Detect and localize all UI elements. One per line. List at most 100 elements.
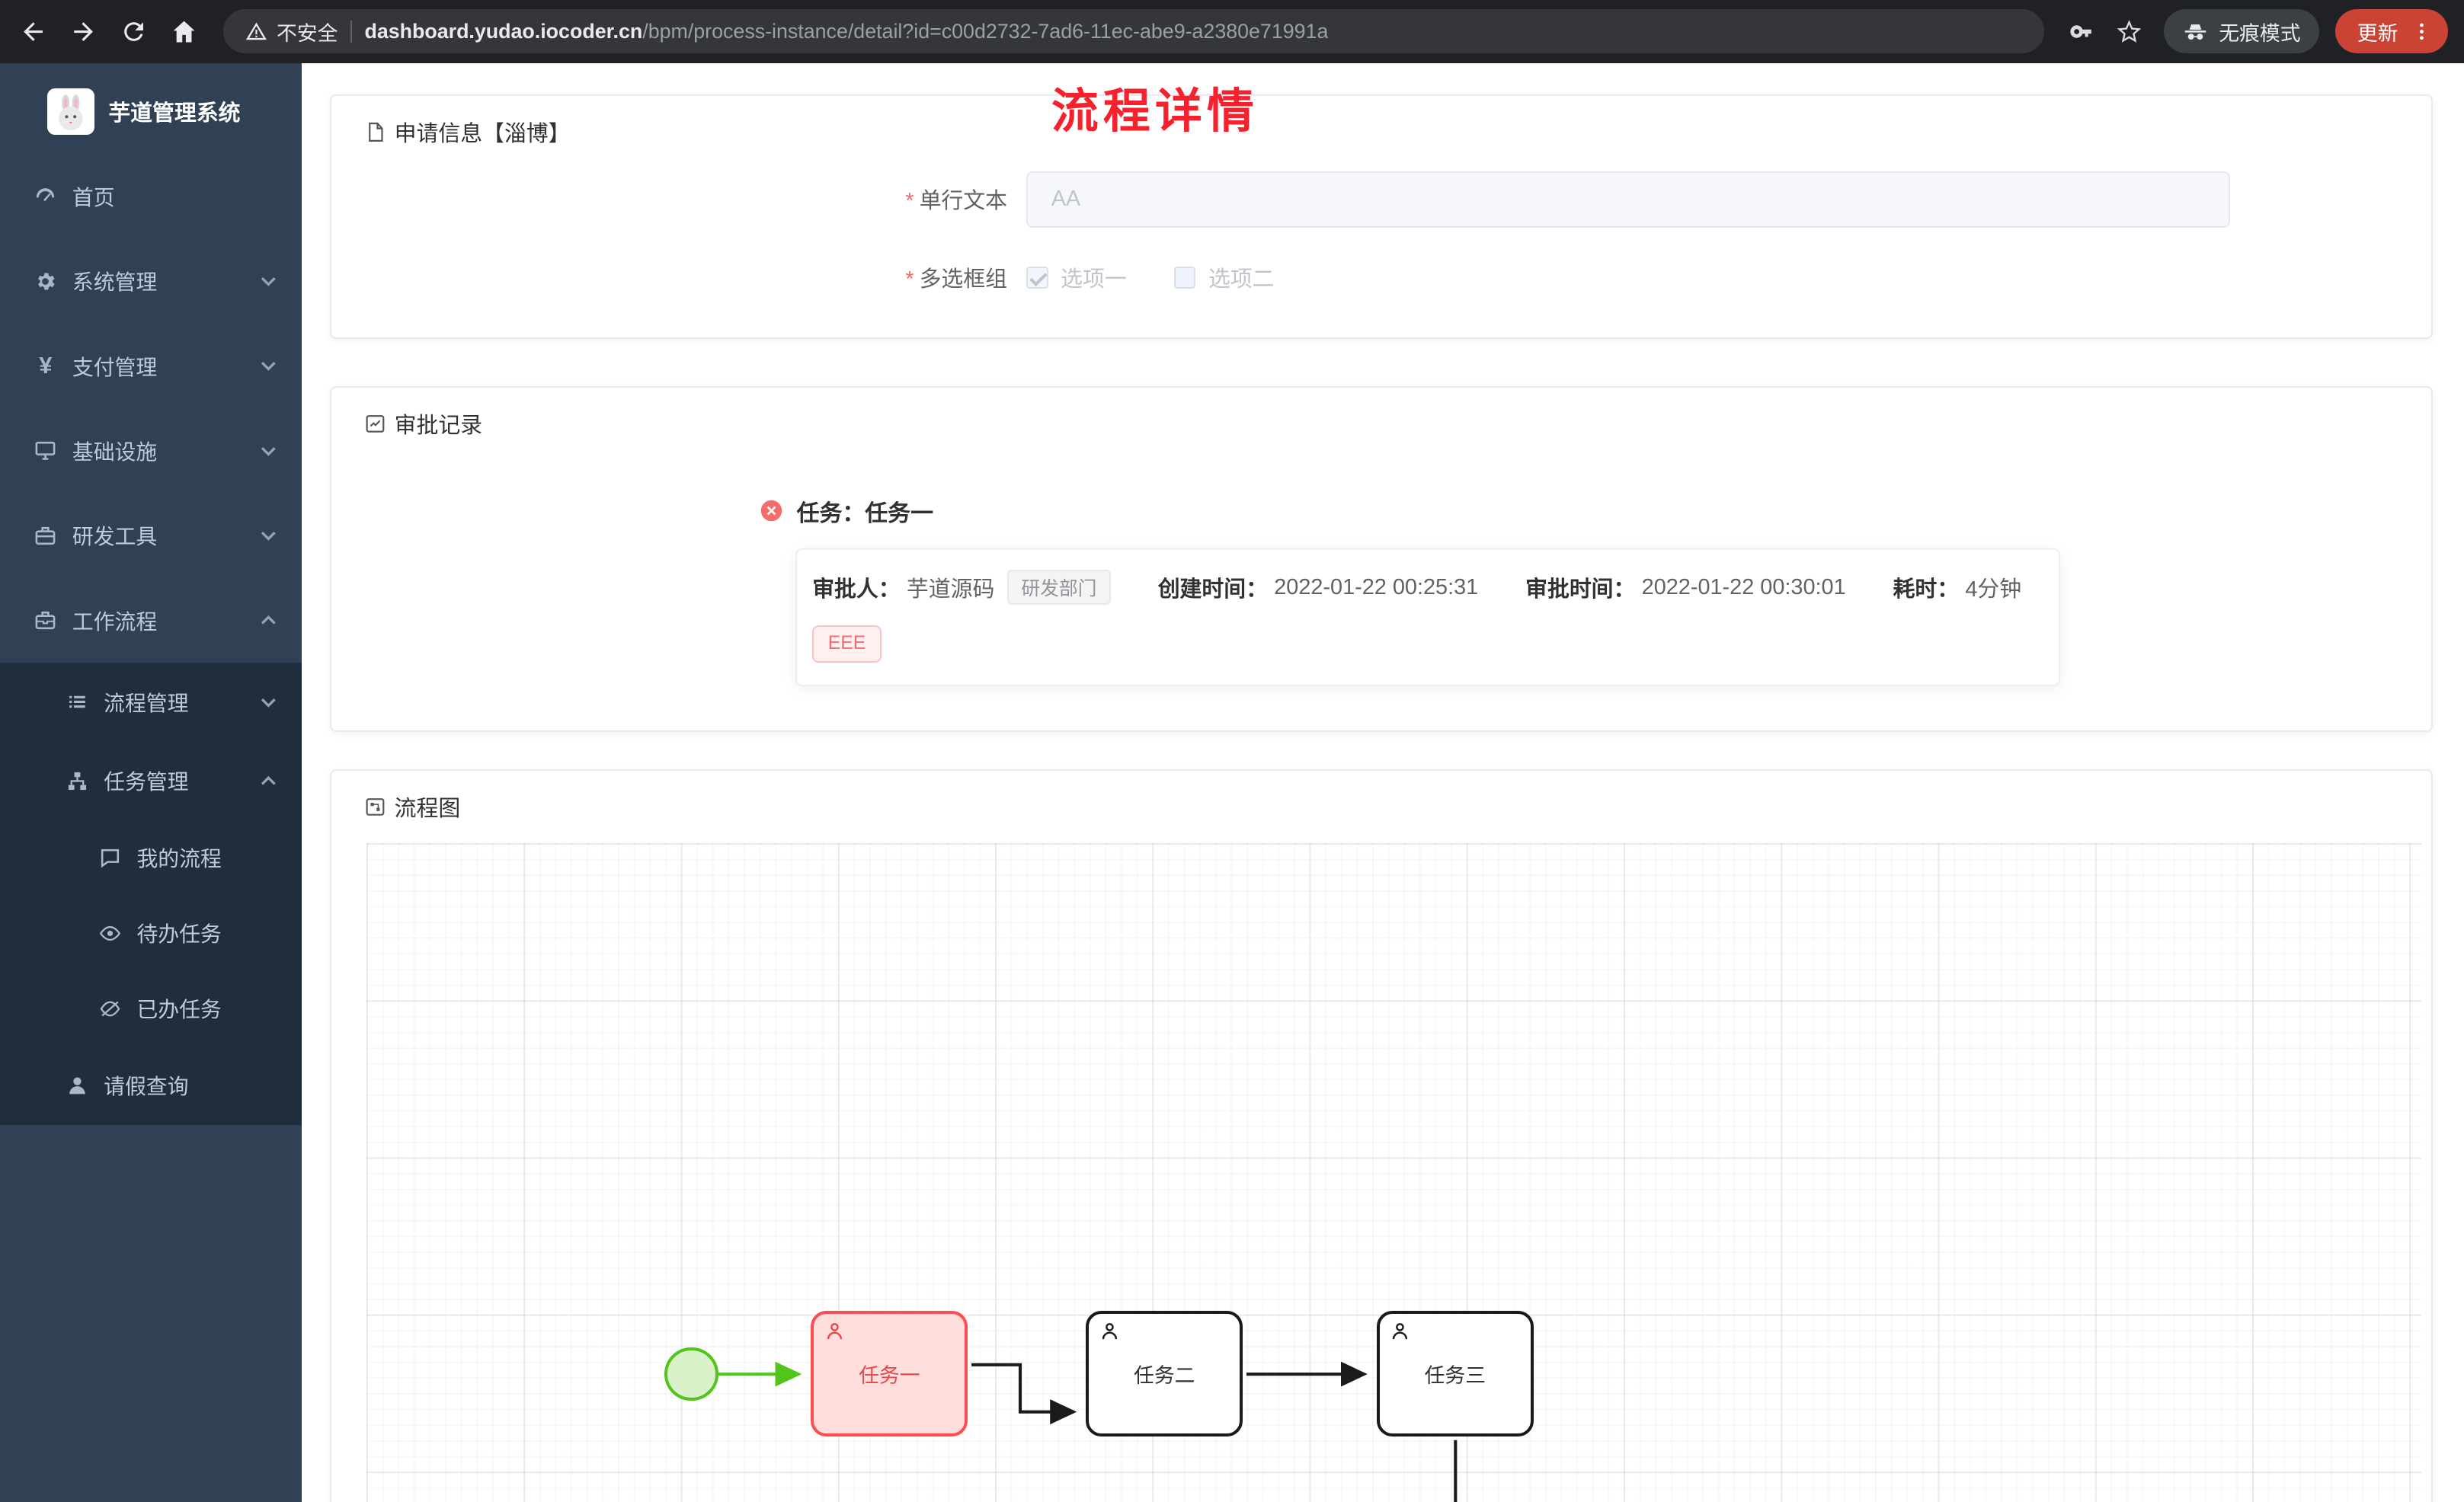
update-label: 更新 <box>2357 21 2398 45</box>
sidebar-item-label: 首页 <box>72 185 115 209</box>
sidebar-item-label: 待办任务 <box>136 922 222 947</box>
home-button[interactable] <box>160 8 207 55</box>
created-group: 创建时间： 2022-01-22 00:25:31 <box>1158 572 1479 603</box>
diagram-icon <box>366 798 385 816</box>
sidebar-item-infra[interactable]: 基础设施 <box>0 408 302 493</box>
toolbox-icon <box>33 523 58 548</box>
sidebar-item-workflow[interactable]: 工作流程 <box>0 578 302 663</box>
tree-icon <box>65 769 90 794</box>
app-frame: 芋道管理系统 首页 系统管理 ¥ <box>0 62 2464 1502</box>
checkbox-option2[interactable]: 选项二 <box>1173 262 1275 293</box>
app-logo-row[interactable]: 芋道管理系统 <box>0 63 302 145</box>
chevron-up-icon <box>261 612 277 628</box>
apply-info-card: 申请信息【淄博】 *单行文本 *多选框组 选项一 <box>330 94 2433 339</box>
approval-timeline: 任务：任务一 审批人： 芋道源码 研发部门 创建时间： 2022-01-22 0 <box>331 453 2431 730</box>
approval-card-header: 审批记录 <box>331 388 2431 453</box>
bpmn-task-node-1[interactable]: 任务一 <box>811 1311 968 1437</box>
sidebar-item-done-tasks[interactable]: 已办任务 <box>0 971 302 1047</box>
diagram-card-header: 流程图 <box>331 771 2431 836</box>
bpmn-task-label: 任务一 <box>859 1364 920 1388</box>
more-menu-icon <box>2419 23 2424 40</box>
dept-tag: 研发部门 <box>1006 570 1111 605</box>
back-arrow-icon <box>23 21 43 41</box>
bpmn-task-node-2[interactable]: 任务二 <box>1086 1311 1243 1437</box>
eye-icon <box>98 921 123 946</box>
apply-info-form: *单行文本 *多选框组 选项一 选项二 <box>331 161 2431 337</box>
sidebar-item-system[interactable]: 系统管理 <box>0 239 302 324</box>
url-path: /bpm/process-instance/detail?id=c00d2732… <box>642 19 1329 43</box>
sidebar-item-label: 研发工具 <box>72 525 158 549</box>
dashboard-icon <box>33 184 58 209</box>
apply-info-card-header: 申请信息【淄博】 <box>331 96 2431 161</box>
sidebar: 芋道管理系统 首页 系统管理 ¥ <box>0 62 302 1502</box>
sidebar-item-process-management[interactable]: 流程管理 <box>0 663 302 741</box>
bpmn-task-node-3[interactable]: 任务三 <box>1376 1311 1534 1437</box>
checkbox-group: 选项一 选项二 <box>1026 262 1275 293</box>
approved-group: 审批时间： 2022-01-22 00:30:01 <box>1525 572 1846 603</box>
sidebar-item-label: 工作流程 <box>72 609 158 634</box>
sidebar-item-devtools[interactable]: 研发工具 <box>0 494 302 578</box>
form-row-checkbox: *多选框组 选项一 选项二 <box>331 262 2431 293</box>
app-logo-avatar <box>46 88 94 136</box>
user-task-icon <box>1392 1322 1408 1339</box>
checkbox-box-checked[interactable] <box>1026 267 1048 289</box>
chevron-down-icon <box>261 695 277 711</box>
user-task-icon <box>1102 1322 1117 1339</box>
sidebar-item-label: 基础设施 <box>72 439 158 464</box>
home-icon <box>173 21 195 43</box>
sidebar-item-label: 请假查询 <box>104 1075 189 1099</box>
star-icon <box>2117 19 2142 43</box>
sidebar-item-label: 我的流程 <box>136 847 222 871</box>
required-asterisk: * <box>904 267 914 292</box>
chat-bubble-icon <box>98 845 123 871</box>
bpmn-task-label: 任务二 <box>1134 1364 1195 1388</box>
chevron-down-icon <box>261 528 277 544</box>
yen-icon: ¥ <box>39 352 53 379</box>
sidebar-item-label: 已办任务 <box>136 998 222 1022</box>
sidebar-item-leave-query[interactable]: 请假查询 <box>0 1047 302 1125</box>
briefcase-icon <box>33 608 58 633</box>
forward-arrow-icon <box>73 21 93 41</box>
url-host: dashboard.yudao.iocoder.cn <box>364 19 643 43</box>
monitor-icon <box>33 438 58 463</box>
task-title: 任务：任务一 <box>796 500 933 526</box>
site-security-chip[interactable]: 不安全 <box>245 17 338 46</box>
duration-label: 耗时： <box>1893 577 1960 602</box>
approval-detail-card: 审批人： 芋道源码 研发部门 创建时间： 2022-01-22 00:25:31… <box>795 548 2060 686</box>
sidebar-item-label: 任务管理 <box>104 770 189 794</box>
page-title: 流程详情 <box>1051 85 1259 138</box>
sidebar-item-payment[interactable]: ¥ 支付管理 <box>0 324 302 408</box>
bpmn-start-event[interactable] <box>664 1347 718 1401</box>
gear-icon <box>33 269 58 294</box>
list-icon <box>65 689 90 714</box>
sidebar-item-task-management[interactable]: 任务管理 <box>0 742 302 820</box>
approver-label: 审批人： <box>812 577 901 602</box>
reload-button[interactable] <box>110 8 157 55</box>
update-button[interactable]: 更新 <box>2334 9 2449 54</box>
back-button[interactable] <box>9 8 56 55</box>
bpmn-task-label: 任务三 <box>1424 1364 1486 1388</box>
bpmn-canvas[interactable]: 任务一 任务二 任务三 <box>366 842 2422 1502</box>
created-time: 2022-01-22 00:25:31 <box>1274 574 1479 599</box>
forward-button[interactable] <box>59 8 107 55</box>
approval-card-title: 审批记录 <box>394 413 483 438</box>
workflow-submenu: 流程管理 任务管理 我的流程 <box>0 663 302 1125</box>
address-bar[interactable]: 不安全 dashboard.yudao.iocoder.cn/bpm/proce… <box>222 9 2045 54</box>
browser-toolbar: 不安全 dashboard.yudao.iocoder.cn/bpm/proce… <box>0 0 2464 63</box>
sidebar-menu: 首页 系统管理 ¥ 支付管理 <box>0 154 302 1125</box>
password-key-button[interactable] <box>2060 9 2104 53</box>
bookmark-star-button[interactable] <box>2107 9 2152 53</box>
checkbox-option1[interactable]: 选项一 <box>1026 262 1127 293</box>
omnibox-divider <box>350 20 352 43</box>
record-icon <box>366 414 385 433</box>
approver-name: 芋道源码 <box>906 577 995 602</box>
sidebar-item-home[interactable]: 首页 <box>0 154 302 238</box>
reload-icon <box>123 21 143 41</box>
chevron-up-icon <box>261 773 277 789</box>
sidebar-item-todo-tasks[interactable]: 待办任务 <box>0 896 302 971</box>
checkbox-box-unchecked[interactable] <box>1173 267 1196 289</box>
sidebar-item-my-processes[interactable]: 我的流程 <box>0 820 302 896</box>
url-text: dashboard.yudao.iocoder.cn/bpm/process-i… <box>364 20 1328 43</box>
incognito-icon <box>2184 24 2206 40</box>
single-line-text-input[interactable] <box>1026 171 2230 228</box>
